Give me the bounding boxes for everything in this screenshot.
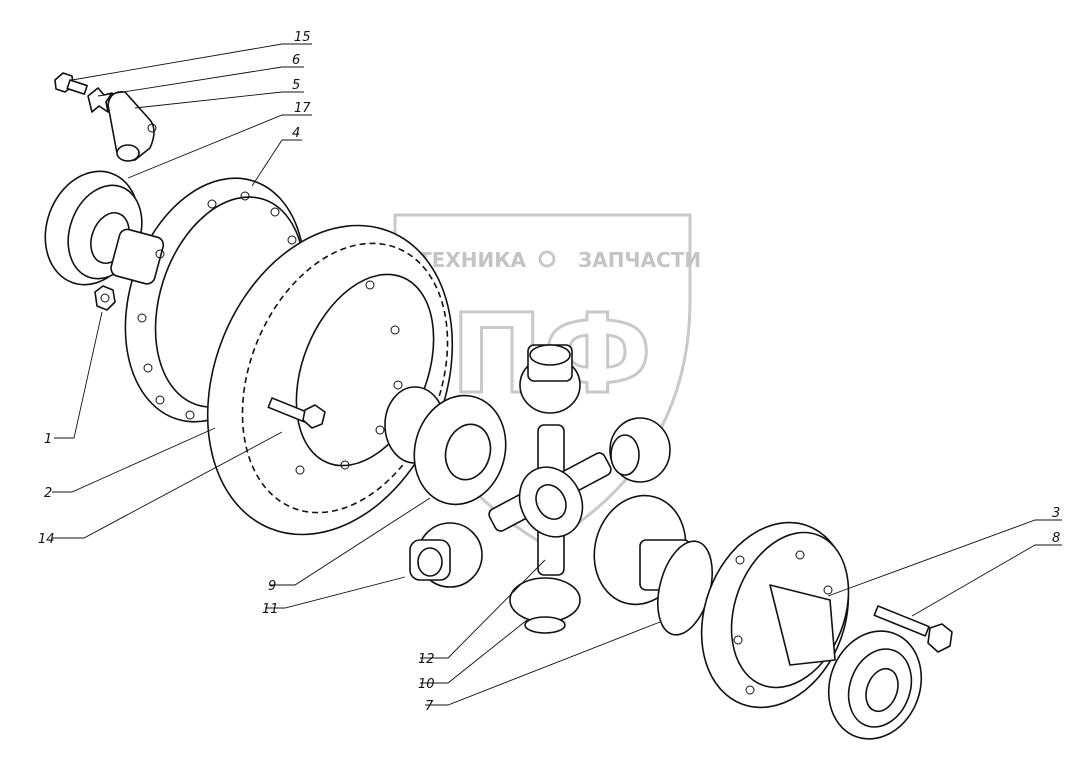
gear-icon bbox=[538, 250, 556, 268]
callout-6: 6 bbox=[292, 53, 300, 68]
callout-3: 3 bbox=[1052, 506, 1060, 521]
bolt-8 bbox=[873, 605, 953, 653]
spider-12 bbox=[488, 424, 612, 576]
pinion-right bbox=[609, 417, 671, 483]
bearing-right bbox=[827, 630, 923, 740]
watermark-text-left: ТЕХНИКА bbox=[418, 248, 527, 272]
clamp-5 bbox=[107, 90, 157, 162]
side-gear-9 bbox=[384, 386, 507, 506]
callout-12: 12 bbox=[418, 652, 435, 667]
callout-4: 4 bbox=[292, 126, 300, 141]
callout-7: 7 bbox=[425, 699, 434, 714]
bolt-14 bbox=[267, 397, 326, 429]
pinion-11 bbox=[409, 522, 483, 588]
callout-14: 14 bbox=[38, 532, 55, 547]
lock-plate-6 bbox=[87, 87, 113, 113]
callout-15: 15 bbox=[294, 30, 311, 45]
callout-1: 1 bbox=[44, 432, 52, 447]
watermark-text-right: ЗАПЧАСТИ bbox=[578, 248, 701, 272]
callout-11: 11 bbox=[262, 602, 279, 617]
callout-5: 5 bbox=[292, 78, 300, 93]
case-half-3 bbox=[700, 521, 850, 709]
nut-1 bbox=[94, 285, 116, 311]
bolt-15 bbox=[54, 72, 88, 95]
callout-9: 9 bbox=[268, 579, 276, 594]
leader-lines bbox=[52, 43, 1062, 706]
callout-2: 2 bbox=[44, 486, 52, 501]
callout-17: 17 bbox=[294, 101, 311, 116]
side-gear-7 bbox=[593, 494, 713, 636]
callout-10: 10 bbox=[418, 677, 435, 692]
pinion-10 bbox=[509, 577, 581, 634]
pinion-top bbox=[519, 344, 581, 414]
callout-8: 8 bbox=[1052, 531, 1060, 546]
